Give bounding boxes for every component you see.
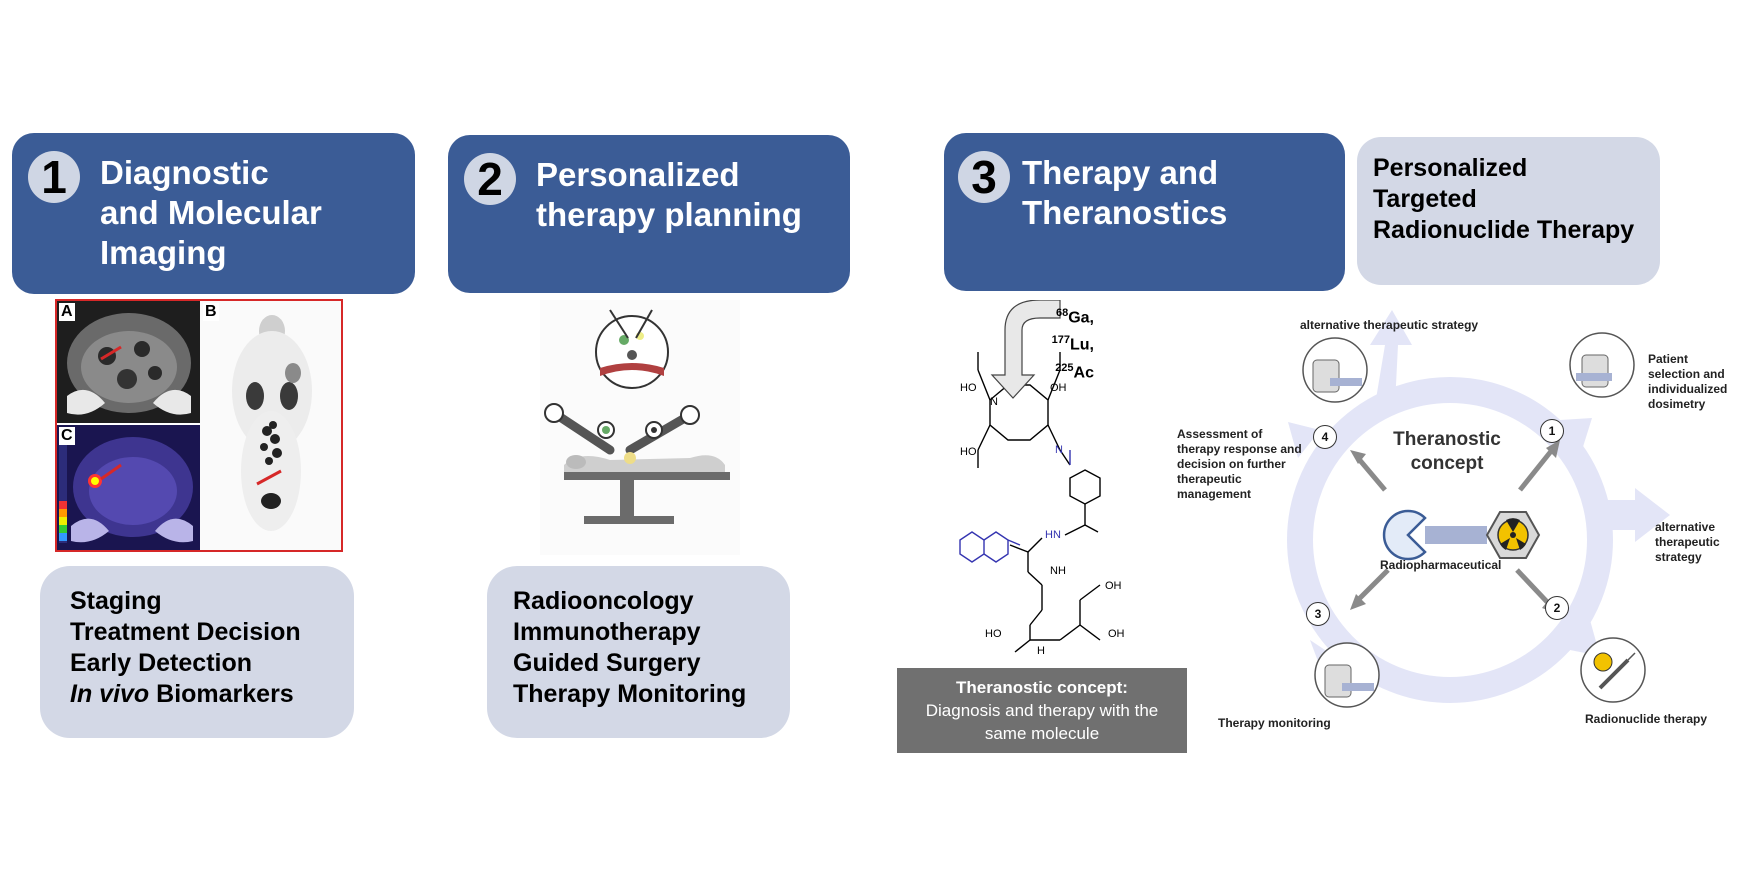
step-number-4: 4 — [1313, 425, 1337, 449]
step-number-1: 1 — [1540, 419, 1564, 443]
step-4-label: Assessment of therapy response and decis… — [1177, 427, 1302, 501]
biomarkers-text: Biomarkers — [149, 680, 294, 708]
panel-label-b: B — [203, 303, 219, 321]
concept-box-title: Theranostic concept: — [956, 678, 1128, 697]
isotope-list: 68Ga, 177Lu, 225Ac — [1030, 302, 1094, 384]
chem-label-nh: N — [1055, 444, 1063, 456]
in-vivo-text: In vivo — [70, 680, 150, 708]
chem-label-ho: HO — [960, 446, 977, 458]
chem-label-oh: OH — [1050, 382, 1067, 394]
surgery-illustration — [540, 300, 740, 555]
targeted-therapy-tag: Personalized Targeted Radionuclide Thera… — [1357, 137, 1660, 285]
step-3-label: Therapy monitoring — [1218, 716, 1331, 730]
chem-label-n: N — [990, 396, 998, 408]
chem-label-ho: HO — [960, 382, 977, 394]
panel-label-a: A — [59, 303, 75, 321]
section-3-header: 3 Therapy and Theranostics — [944, 133, 1345, 291]
isotope-ac: 225Ac — [1055, 361, 1094, 381]
application-item: Staging — [70, 587, 162, 615]
planning-item: Radiooncology — [513, 587, 694, 615]
application-item: Treatment Decision — [70, 618, 301, 646]
section-2-number: 2 — [464, 153, 516, 205]
cycle-center-title: Theranostic concept — [1393, 429, 1501, 474]
step-number-2: 2 — [1545, 596, 1569, 620]
targeted-therapy-title: Personalized Targeted Radionuclide Thera… — [1373, 154, 1635, 244]
section-3-number: 3 — [958, 151, 1010, 203]
chem-label-hn: HN — [1045, 529, 1061, 541]
section-2-title: Personalized therapy planning — [536, 156, 802, 233]
diagnostic-applications: Staging Treatment Decision Early Detecti… — [40, 566, 354, 738]
application-item: Early Detection — [70, 649, 253, 677]
step-number-3: 3 — [1306, 602, 1330, 626]
planning-item: Immunotherapy — [513, 618, 701, 646]
concept-box-text: Diagnosis and therapy with the same mole… — [925, 701, 1159, 743]
theranostic-concept-box: Theranostic concept: Diagnosis and thera… — [897, 668, 1187, 753]
step-2-label: Radionuclide therapy — [1585, 712, 1708, 726]
planning-applications: Radiooncology Immunotherapy Guided Surge… — [487, 566, 790, 738]
isotope-ga: 68Ga, — [1055, 307, 1094, 327]
chem-label-ho: HO — [985, 628, 1002, 640]
section-1-header: 1 Diagnostic and Molecular Imaging — [12, 133, 415, 294]
alt-strategy-top-label: alternative therapeutic strategy — [1300, 318, 1479, 332]
section-1-title: Diagnostic and Molecular Imaging — [100, 154, 322, 271]
imaging-panel: A B C — [55, 299, 343, 552]
chemical-structure — [959, 300, 1101, 653]
alt-strategy-right-label: alternative therapeutic strategy — [1655, 520, 1720, 564]
section-3-title: Therapy and Theranostics — [1022, 154, 1228, 231]
chem-label-h: H — [1037, 645, 1045, 657]
planning-item: Therapy Monitoring — [513, 680, 747, 708]
chem-label-oh: OH — [1105, 580, 1122, 592]
isotope-lu: 177Lu, — [1051, 334, 1094, 354]
step-1-label: Patient selection and individualized dos… — [1648, 352, 1728, 411]
section-1-number: 1 — [28, 151, 80, 203]
chem-label-nh: NH — [1050, 565, 1066, 577]
section-2-header: 2 Personalized therapy planning — [448, 135, 850, 293]
application-item: In vivo Biomarkers — [70, 679, 301, 710]
panel-label-c: C — [59, 427, 75, 445]
chem-label-oh: OH — [1108, 628, 1125, 640]
radiopharmaceutical-label: Radiopharmaceutical — [1380, 558, 1502, 572]
ct-pet-illustration — [57, 301, 341, 550]
theranostic-cycle-diagram — [1287, 310, 1670, 708]
planning-item: Guided Surgery — [513, 649, 701, 677]
